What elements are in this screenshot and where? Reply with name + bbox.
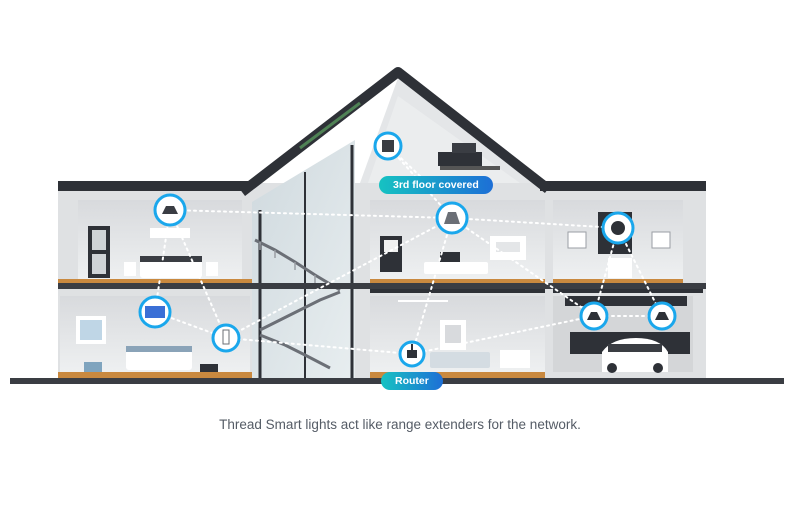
smart-light-icon bbox=[138, 295, 172, 329]
router-label: Router bbox=[381, 372, 443, 390]
house-cutaway-illustration bbox=[10, 67, 784, 384]
mesh-links bbox=[154, 145, 663, 355]
smart-light-icon bbox=[601, 211, 635, 245]
smart-light-icon bbox=[153, 193, 187, 227]
roof bbox=[238, 67, 552, 196]
router-icon bbox=[398, 340, 426, 368]
smart-light-icon bbox=[373, 131, 403, 161]
smart-light-icon bbox=[211, 323, 241, 353]
roof-eave-left bbox=[58, 181, 250, 191]
second-floor-slab bbox=[58, 283, 706, 289]
roof-eave-right bbox=[540, 181, 706, 191]
smart-light-icon bbox=[435, 201, 469, 235]
caption: Thread Smart lights act like range exten… bbox=[219, 417, 581, 432]
third-floor-covered-label: 3rd floor covered bbox=[379, 176, 493, 194]
smart-light-icon bbox=[579, 301, 609, 331]
smart-light-icon bbox=[647, 301, 677, 331]
stair-atrium bbox=[252, 140, 355, 378]
